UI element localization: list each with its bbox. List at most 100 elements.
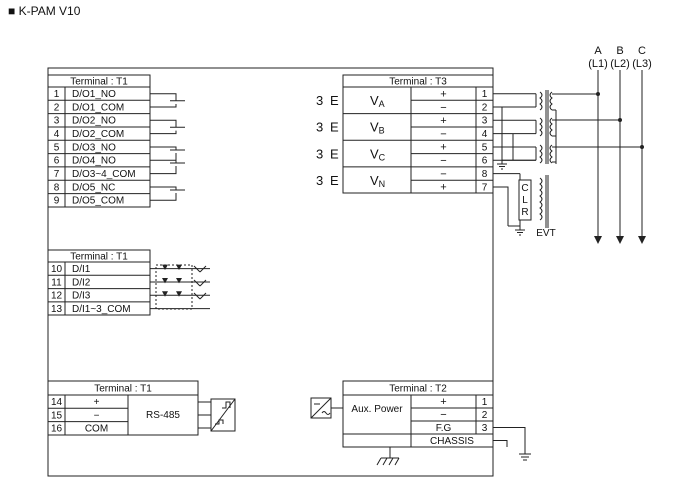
svg-text:E: E [330, 146, 339, 161]
clr-evt-circuit: C L R EVT [493, 173, 556, 239]
t2-polarity: − [440, 409, 446, 421]
voltage-input-label: VB [370, 120, 385, 136]
t2-header: Terminal : T2 [389, 384, 447, 395]
t1-terminal-number: 11 [51, 277, 62, 288]
ground-icon [376, 427, 531, 466]
t1-terminal-number: 1 [54, 89, 60, 100]
voltage-input-label: VC [370, 146, 386, 162]
t1-terminal-number: 2 [54, 102, 60, 113]
t1-terminal-number: 9 [54, 196, 60, 207]
t1-terminal-label: D/O1_NO [72, 89, 116, 100]
t3-polarity: − [440, 168, 446, 180]
t3-polarity: + [440, 115, 446, 127]
t1-terminal-number: 5 [54, 142, 60, 153]
evt-label: EVT [536, 228, 555, 239]
t1-rs485-terminal-block: Terminal : T1 14 + 15 − 16 COM RS-485 [47, 380, 199, 436]
t3-polarity: − [440, 155, 446, 167]
t1-terminal-label: D/O1_COM [72, 102, 124, 113]
t1-terminal-label: D/I1~3_COM [72, 304, 131, 315]
phase-c-line: (L3) [632, 58, 652, 70]
t1-terminal-number: 13 [51, 304, 63, 315]
t1-terminal-label: − [94, 410, 100, 421]
chassis-label: CHASSIS [430, 436, 474, 447]
t1-terminal-label: D/O2_COM [72, 129, 124, 140]
t1-output-header: Terminal : T1 [70, 77, 128, 88]
t3-terminal-number: 4 [482, 129, 488, 140]
t3-voltage-terminal-block: Terminal : T3 VA VB VC VN + − + − + − + … [342, 74, 494, 194]
t3-polarity: + [440, 142, 446, 154]
t1-terminal-number: 7 [54, 169, 60, 180]
t1-terminal-number: 10 [51, 264, 63, 275]
t1-terminal-number: 3 [54, 116, 60, 127]
voltage-input-label: VN [370, 173, 385, 189]
svg-text:E: E [330, 93, 339, 108]
t2-polarity: + [440, 396, 446, 408]
t3-terminal-number: 2 [482, 102, 488, 113]
t1-terminal-number: 12 [51, 291, 63, 302]
svg-text:3: 3 [316, 93, 323, 108]
t1-terminal-label: D/O3~4_COM [72, 169, 136, 180]
svg-text:3: 3 [316, 120, 323, 135]
t1-terminal-label: D/I1 [72, 264, 91, 275]
t1-terminal-number: 6 [54, 156, 60, 167]
aux-power-label: Aux. Power [351, 404, 403, 415]
t1-input-header: Terminal : T1 [70, 252, 128, 263]
t1-terminal-number: 14 [51, 397, 63, 408]
t1-terminal-number: 4 [54, 129, 60, 140]
t3-terminal-number: 1 [482, 89, 488, 100]
t2-power-terminal-block: Terminal : T2 Aux. Power + − F.G 1 2 3 C… [342, 380, 494, 448]
t1-terminal-number: 15 [51, 410, 63, 421]
t1-terminal-label: D/O5_COM [72, 196, 124, 207]
t1-terminal-label: + [94, 397, 100, 408]
voltage-input-label: VA [370, 93, 385, 109]
t3-polarity: + [440, 182, 446, 194]
t1-terminal-label: D/O2_NO [72, 116, 116, 127]
optocoupler-icon [150, 264, 210, 310]
svg-text:E: E [330, 120, 339, 135]
t3-polarity: − [440, 102, 446, 114]
t1-terminal-label: COM [85, 424, 108, 435]
t3-terminal-number: 3 [482, 116, 488, 127]
clr-letter: C [521, 183, 528, 194]
relay-contact-icon [150, 93, 185, 201]
t1-rs485-header: Terminal : T1 [94, 384, 152, 395]
external-vt-icon [493, 90, 557, 170]
t1-output-terminal-block: Terminal : T1 1 D/O1_NO 2 D/O1_COM 3 D/O… [47, 74, 151, 208]
t2-polarity: F.G [436, 423, 452, 434]
rs485-converter-icon [198, 398, 236, 432]
svg-text:E: E [330, 173, 339, 188]
phase-lines: A B C (L1) (L2) (L3) [552, 45, 652, 244]
t1-terminal-label: D/O5_NC [72, 182, 115, 193]
t3-terminal-number: 7 [482, 182, 488, 193]
clr-letter: R [521, 207, 528, 218]
t1-terminal-label: D/I2 [72, 277, 91, 288]
t1-terminal-label: D/O3_NO [72, 142, 116, 153]
clr-letter: L [522, 195, 528, 206]
t1-terminal-label: D/I3 [72, 291, 91, 302]
phase-a-label: A [594, 45, 602, 57]
t1-terminal-label: D/O4_NO [72, 156, 116, 167]
t2-terminal-number: 1 [482, 397, 488, 408]
svg-text:3: 3 [316, 146, 323, 161]
t2-terminal-number: 3 [482, 423, 488, 434]
t3-polarity: − [440, 128, 446, 140]
t3-terminal-number: 5 [482, 142, 488, 153]
svg-text:3: 3 [316, 173, 323, 188]
diagram-title: ■ K-PAM V10 [8, 4, 81, 18]
t1-terminal-number: 8 [54, 182, 60, 193]
t2-terminal-number: 2 [482, 410, 488, 421]
power-supply-icon [310, 397, 343, 419]
t1-input-terminal-block: Terminal : T1 10 D/I1 11 D/I2 12 D/I3 13… [47, 249, 151, 316]
phase-b-label: B [616, 45, 623, 57]
phase-c-label: C [638, 45, 646, 57]
phase-a-line: (L1) [588, 58, 608, 70]
t1-terminal-number: 16 [51, 424, 63, 435]
t3-terminal-number: 8 [482, 169, 488, 180]
rs485-block-label: RS-485 [146, 410, 180, 421]
t3-polarity: + [440, 89, 446, 101]
t3-header: Terminal : T3 [389, 77, 447, 88]
phase-b-line: (L2) [610, 58, 630, 70]
t3-terminal-number: 6 [482, 156, 488, 167]
